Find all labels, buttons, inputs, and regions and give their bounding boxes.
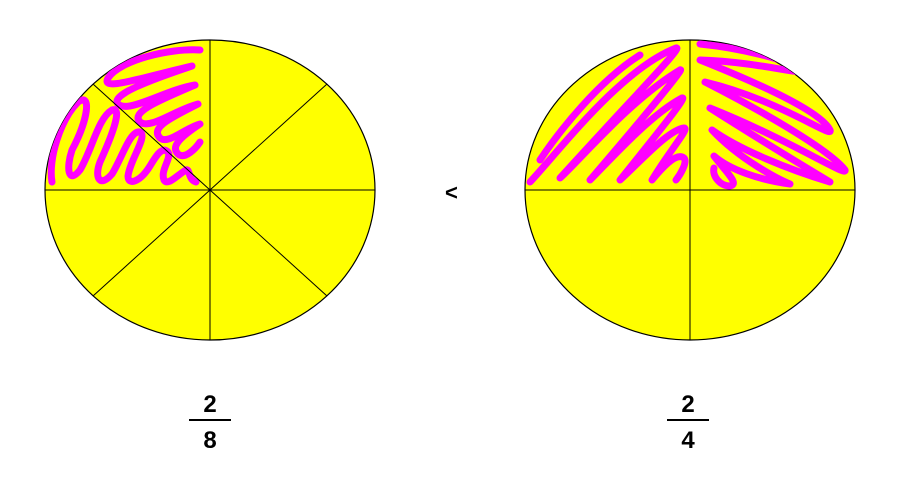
right-division-lines <box>525 40 855 340</box>
left-fraction-label: 2 8 <box>189 391 231 454</box>
left-numerator: 2 <box>203 391 216 418</box>
left-line-diagonal-nw <box>92 83 211 191</box>
right-denominator: 4 <box>681 427 695 454</box>
left-shading-scribble-upper <box>103 46 204 159</box>
left-denominator: 8 <box>203 427 216 454</box>
right-fraction-label: 2 4 <box>667 391 709 454</box>
left-line-diagonal-ne <box>209 83 328 191</box>
comparison-symbol: < <box>445 180 458 205</box>
right-fraction-circle <box>524 39 856 341</box>
left-shading-scribble-lower <box>47 96 200 186</box>
left-line-diagonal-sw <box>92 189 211 297</box>
right-numerator: 2 <box>681 391 694 418</box>
right-shading-scribble-upper-right <box>696 40 849 190</box>
left-fraction-circle <box>44 39 376 341</box>
left-division-lines <box>45 40 375 340</box>
left-shading <box>47 46 204 186</box>
left-line-diagonal-se <box>209 189 328 297</box>
